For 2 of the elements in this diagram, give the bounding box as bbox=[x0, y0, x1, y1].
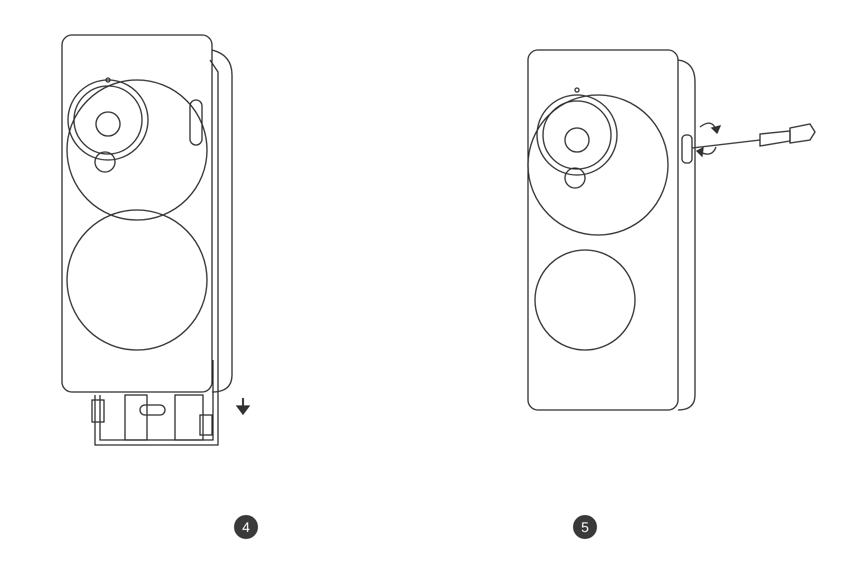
step-number: 4 bbox=[234, 515, 258, 539]
step-number: 5 bbox=[573, 515, 597, 539]
